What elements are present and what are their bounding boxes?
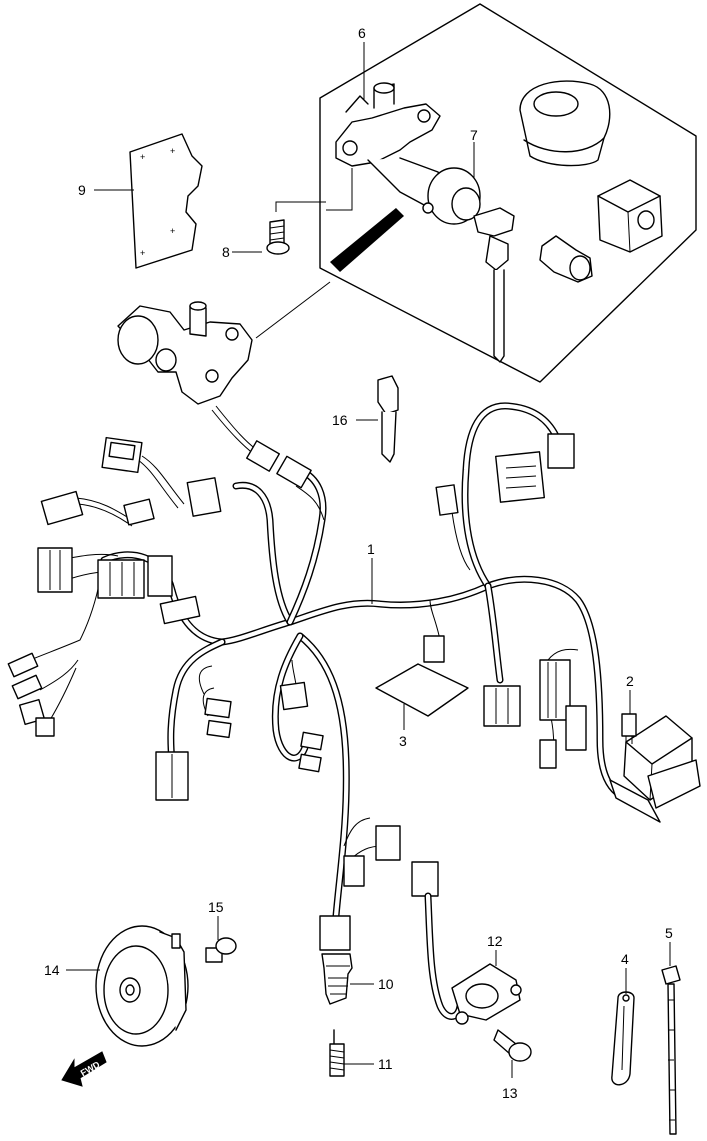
label-sheet-part-3	[375, 663, 469, 717]
fuel-cap-lock	[519, 80, 611, 167]
svg-text:+: +	[170, 146, 175, 156]
ignition-switch-set-box	[255, 3, 697, 383]
ignition-switch-unit	[117, 301, 253, 405]
fuse-box	[609, 713, 701, 823]
horn-part-14	[95, 925, 189, 1047]
screw-part-13	[493, 1029, 532, 1062]
part-label-11: 11	[378, 1056, 393, 1072]
key-part-16	[377, 375, 399, 463]
svg-text:+: +	[140, 248, 145, 258]
helmet-lock	[539, 235, 593, 283]
part-labels: 6 7 9 8 16 1 2 3 15 12 5 4 14 10 11 13	[44, 25, 673, 1101]
leader-lines	[66, 42, 671, 1078]
ignition-switch-assembly	[335, 82, 515, 363]
part-label-5: 5	[665, 925, 673, 941]
part-label-7: 7	[470, 127, 478, 143]
part-label-14: 14	[44, 962, 60, 978]
harness-connectors	[7, 433, 587, 951]
part-label-1: 1	[367, 541, 375, 557]
bolt-part-8	[266, 219, 290, 255]
cable-tie-part-5	[661, 965, 681, 1135]
part-label-8: 8	[222, 244, 230, 260]
fwd-direction-arrow: FWD	[61, 1051, 107, 1087]
part-label-9: 9	[78, 182, 86, 198]
plate-part-9: + + + +	[129, 133, 203, 269]
clamp-part-4	[611, 991, 635, 1086]
svg-text:+: +	[140, 152, 145, 162]
seat-lock	[597, 179, 663, 253]
sensor-part-12	[424, 892, 522, 1025]
part-label-4: 4	[621, 951, 629, 967]
part-label-15: 15	[208, 899, 224, 915]
part-label-6: 6	[358, 25, 366, 41]
part-label-12: 12	[487, 933, 503, 949]
part-label-10: 10	[378, 976, 394, 992]
bolt-part-15	[205, 937, 237, 963]
part-label-16: 16	[332, 412, 348, 428]
spring-part-11	[329, 1029, 345, 1077]
part-label-2: 2	[626, 673, 634, 689]
part-label-3: 3	[399, 733, 407, 749]
svg-text:+: +	[170, 226, 175, 236]
switch-part-10	[321, 953, 353, 1005]
part-label-13: 13	[502, 1085, 518, 1101]
